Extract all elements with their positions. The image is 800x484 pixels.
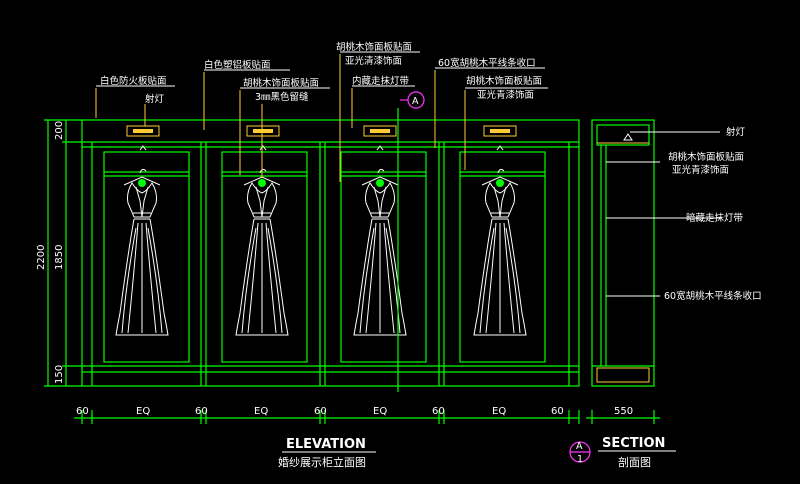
label-walnut-veneer-right: 胡桃木饰面板贴面	[466, 75, 542, 87]
label-spotlight: 射灯	[145, 93, 165, 105]
vertical-dimensions: 200 2200 1850 150	[36, 119, 82, 387]
bottom-dimensions: 60 EQ 60 EQ 60 EQ 60 EQ 60	[74, 406, 580, 424]
detail-callout: A	[400, 91, 425, 109]
dim-bottom-8: 60	[551, 406, 564, 417]
elevation-view	[81, 108, 580, 392]
section-label-walnut-veneer: 胡桃木饰面板贴面	[668, 151, 744, 163]
dim-150: 150	[54, 365, 65, 384]
dim-section-550: 550	[614, 406, 633, 417]
section-label-spotlight: 射灯	[726, 126, 746, 138]
dim-200: 200	[54, 121, 65, 140]
dim-bottom-2: 60	[195, 406, 208, 417]
section-title: SECTION	[602, 436, 665, 451]
dim-bottom-3: EQ	[254, 406, 268, 417]
dim-bottom-5: EQ	[373, 406, 387, 417]
section-callout-letter: A	[576, 441, 583, 452]
dim-bottom-7: EQ	[492, 406, 506, 417]
label-matte-varnish-top: 亚光清漆饰面	[345, 55, 402, 67]
section-dimension: 550	[586, 406, 660, 424]
label-walnut-veneer-top: 胡桃木饰面板贴面	[336, 41, 412, 53]
label-matte-varnish-right: 亚光青漆饰面	[477, 89, 534, 101]
dim-bottom-1: EQ	[136, 406, 150, 417]
section-label-walnut-trim: 60宽胡桃木平线条收口	[664, 290, 762, 302]
dim-bottom-0: 60	[76, 406, 89, 417]
leader-lines	[95, 54, 466, 182]
dim-1850: 1850	[54, 245, 65, 270]
elevation-subtitle: 婚纱展示柜立面图	[278, 455, 366, 469]
section-label-matte-varnish: 亚光青漆饰面	[672, 164, 729, 176]
section-title-block: A 1 SECTION 剖面图	[569, 436, 676, 469]
label-white-plastic: 白色塑铝板贴面	[204, 59, 271, 71]
label-fireproof-board: 白色防火板贴面	[100, 75, 167, 87]
label-walnut-trim: 60宽胡桃木平线条收口	[438, 57, 536, 69]
section-callout-number: 1	[577, 454, 583, 465]
callout-letter: A	[412, 96, 419, 107]
elevation-title: ELEVATION	[286, 437, 366, 452]
dim-2200: 2200	[36, 245, 47, 270]
label-hidden-light: 内藏走抹灯带	[352, 75, 410, 87]
dim-bottom-6: 60	[432, 406, 445, 417]
dim-bottom-4: 60	[314, 406, 327, 417]
section-view: 射灯 胡桃木饰面板贴面 亚光青漆饰面 暗藏走抹灯带 60宽胡桃木平线条收口	[591, 119, 762, 387]
label-walnut-veneer-left: 胡桃木饰面板贴面	[243, 77, 319, 89]
section-subtitle: 剖面图	[618, 455, 651, 469]
label-gap-black: 3㎜黑色留缝	[255, 91, 309, 103]
section-label-hidden-light: 暗藏走抹灯带	[686, 212, 744, 224]
